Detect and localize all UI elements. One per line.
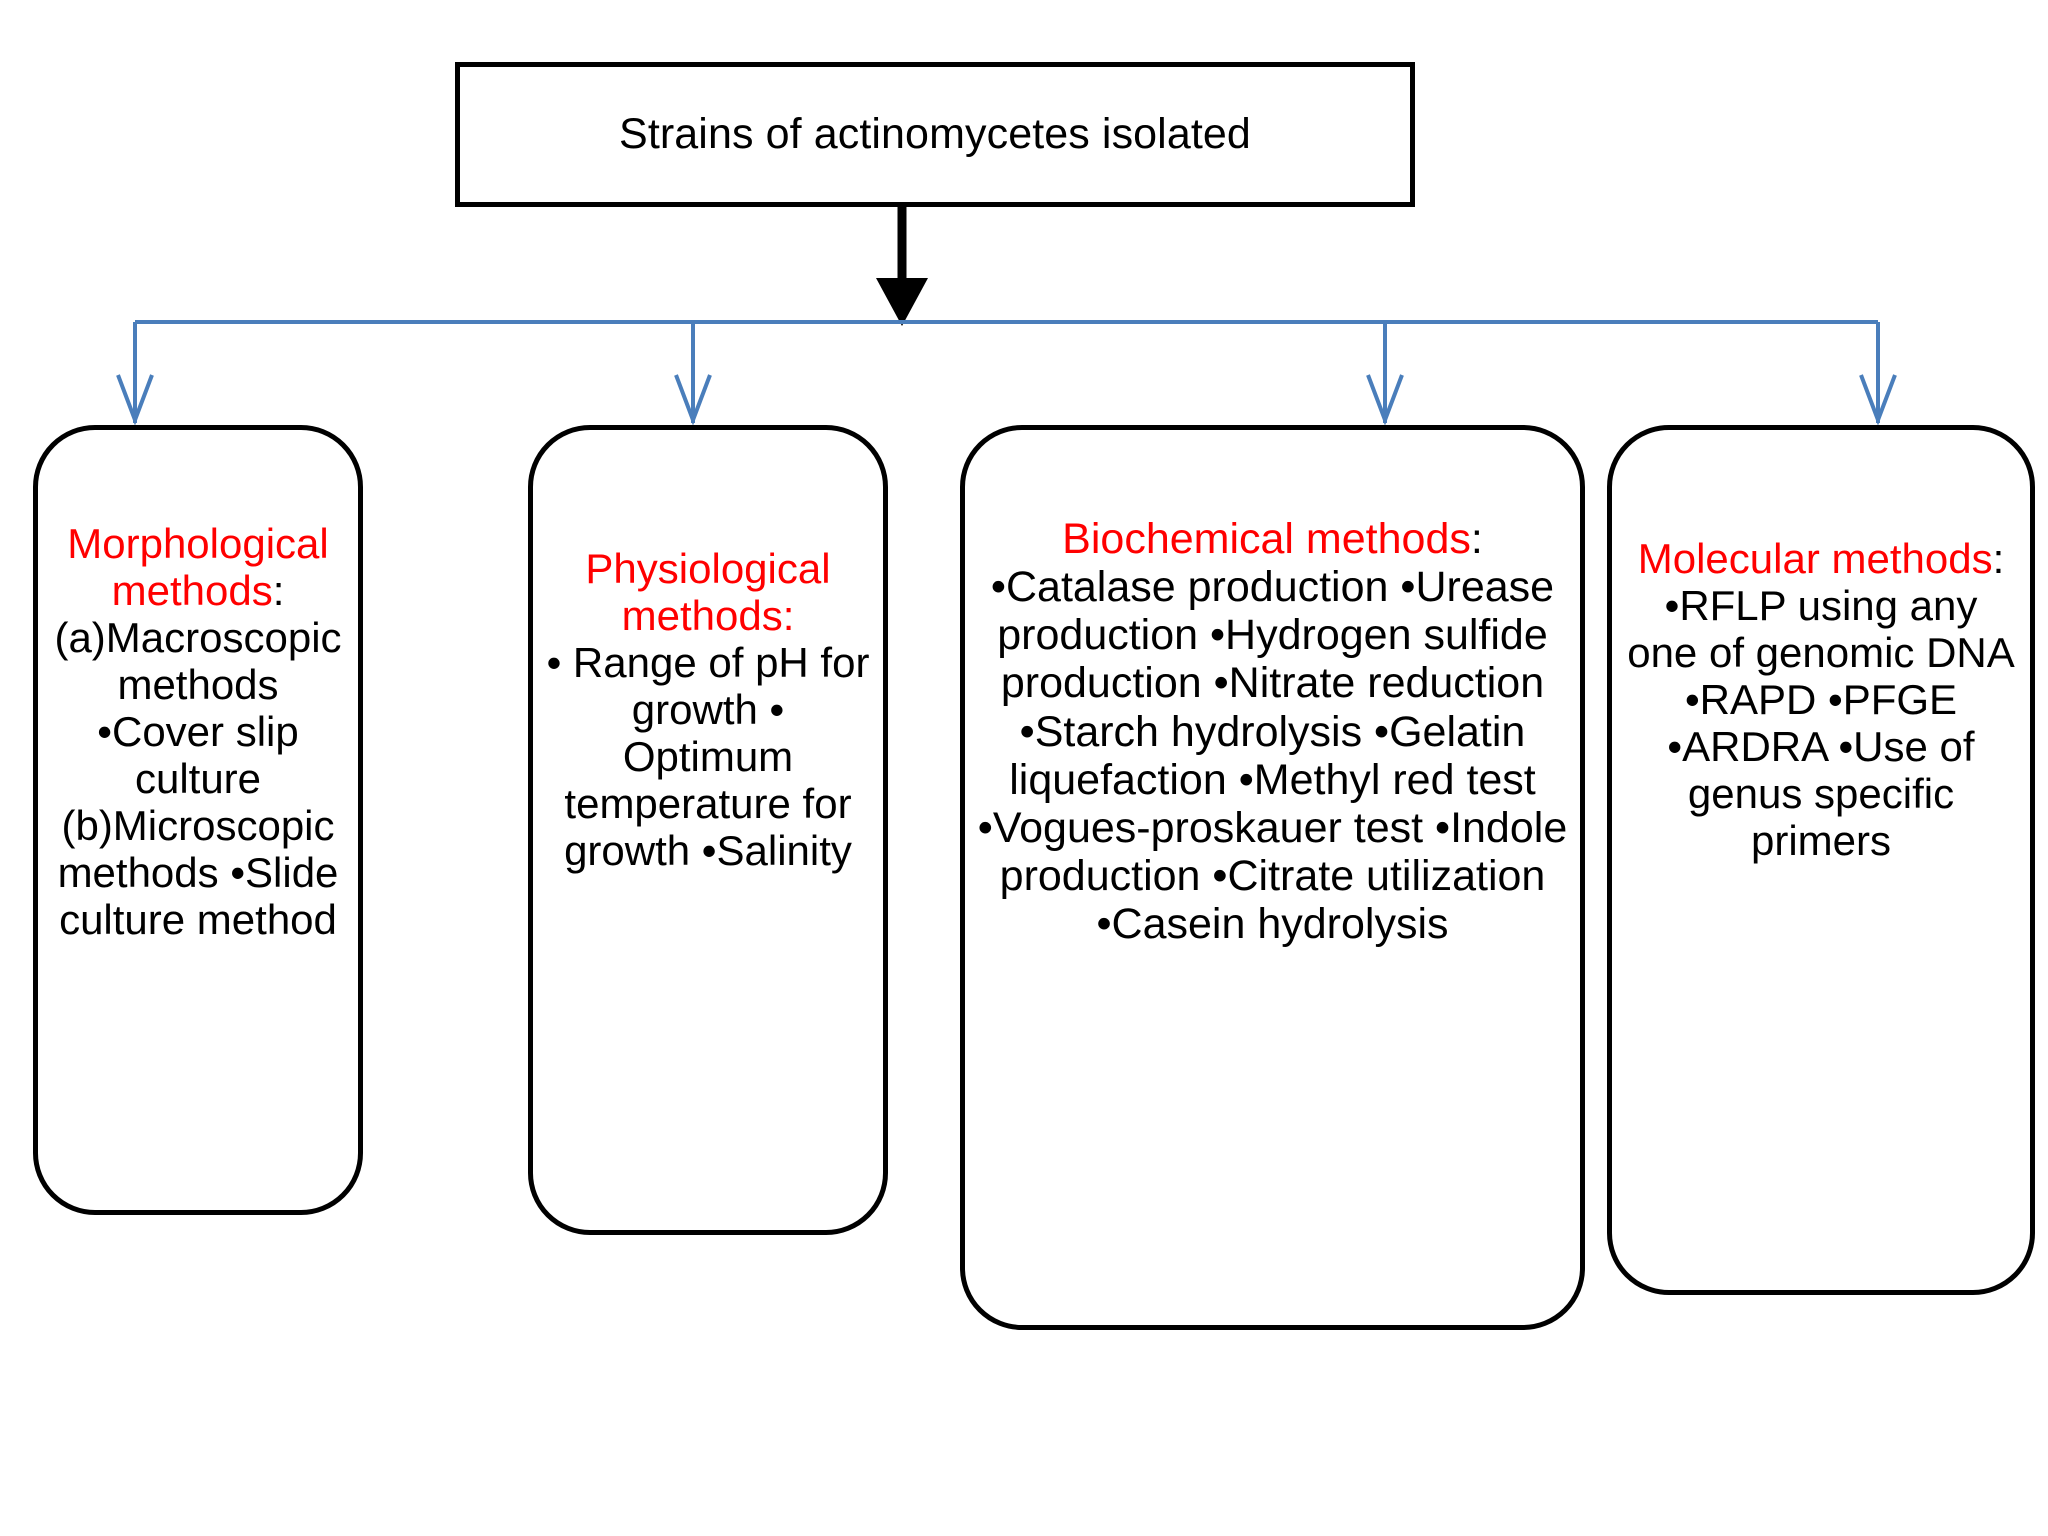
branch-title-colon-molecular: : [1992,535,2005,582]
branch-title-text-biochemical: Biochemical methods [1062,515,1471,563]
branch-node-biochemical: Biochemical methods: •Catalase productio… [960,425,1585,1330]
branch-node-morphological: Morphological methods: (a)Macroscopic me… [33,425,363,1215]
branch-title-text-molecular: Molecular methods [1637,535,1993,582]
root-arrow [876,207,928,326]
branch-node-physiological: Physiological methods: • Range of pH for… [528,425,888,1235]
branch-title-colon-morphological: : [272,567,285,615]
branch-body-biochemical: •Catalase production •Urease production … [977,563,1568,949]
branch-content-biochemical: Biochemical methods: •Catalase productio… [965,515,1580,948]
branch-title-morphological: Morphological methods: [38,520,358,614]
connector-to-biochemical [1366,322,1404,426]
branch-title-text-morphological: Morphological methods [67,520,329,615]
root-node-label: Strains of actinomycetes isolated [619,109,1251,158]
branch-title-text-physiological: Physiological methods [585,545,831,640]
connector-to-physiological [674,322,712,426]
connector-to-morphological [116,322,154,426]
branch-title-colon-biochemical: : [1470,515,1483,563]
branch-body-physiological: • Range of pH for growth • Optimum tempe… [546,639,870,875]
branch-body-morphological: (a)Macroscopic methods •Cover slip cultu… [54,614,342,944]
branch-title-biochemical: Biochemical methods: [965,515,1580,563]
root-node: Strains of actinomycetes isolated [455,62,1415,207]
branch-content-physiological: Physiological methods: • Range of pH for… [533,545,883,874]
branch-content-morphological: Morphological methods: (a)Macroscopic me… [38,520,358,943]
branch-body-molecular: •RFLP using any one of genomic DNA •RAPD… [1627,582,2015,865]
branch-content-molecular: Molecular methods: •RFLP using any one o… [1612,535,2030,864]
branch-title-physiological: Physiological methods: [533,545,883,639]
branch-node-molecular: Molecular methods: •RFLP using any one o… [1607,425,2035,1295]
connector-to-molecular [1859,322,1897,426]
branch-title-molecular: Molecular methods: [1612,535,2030,582]
branch-title-colon-physiological: : [782,592,795,640]
